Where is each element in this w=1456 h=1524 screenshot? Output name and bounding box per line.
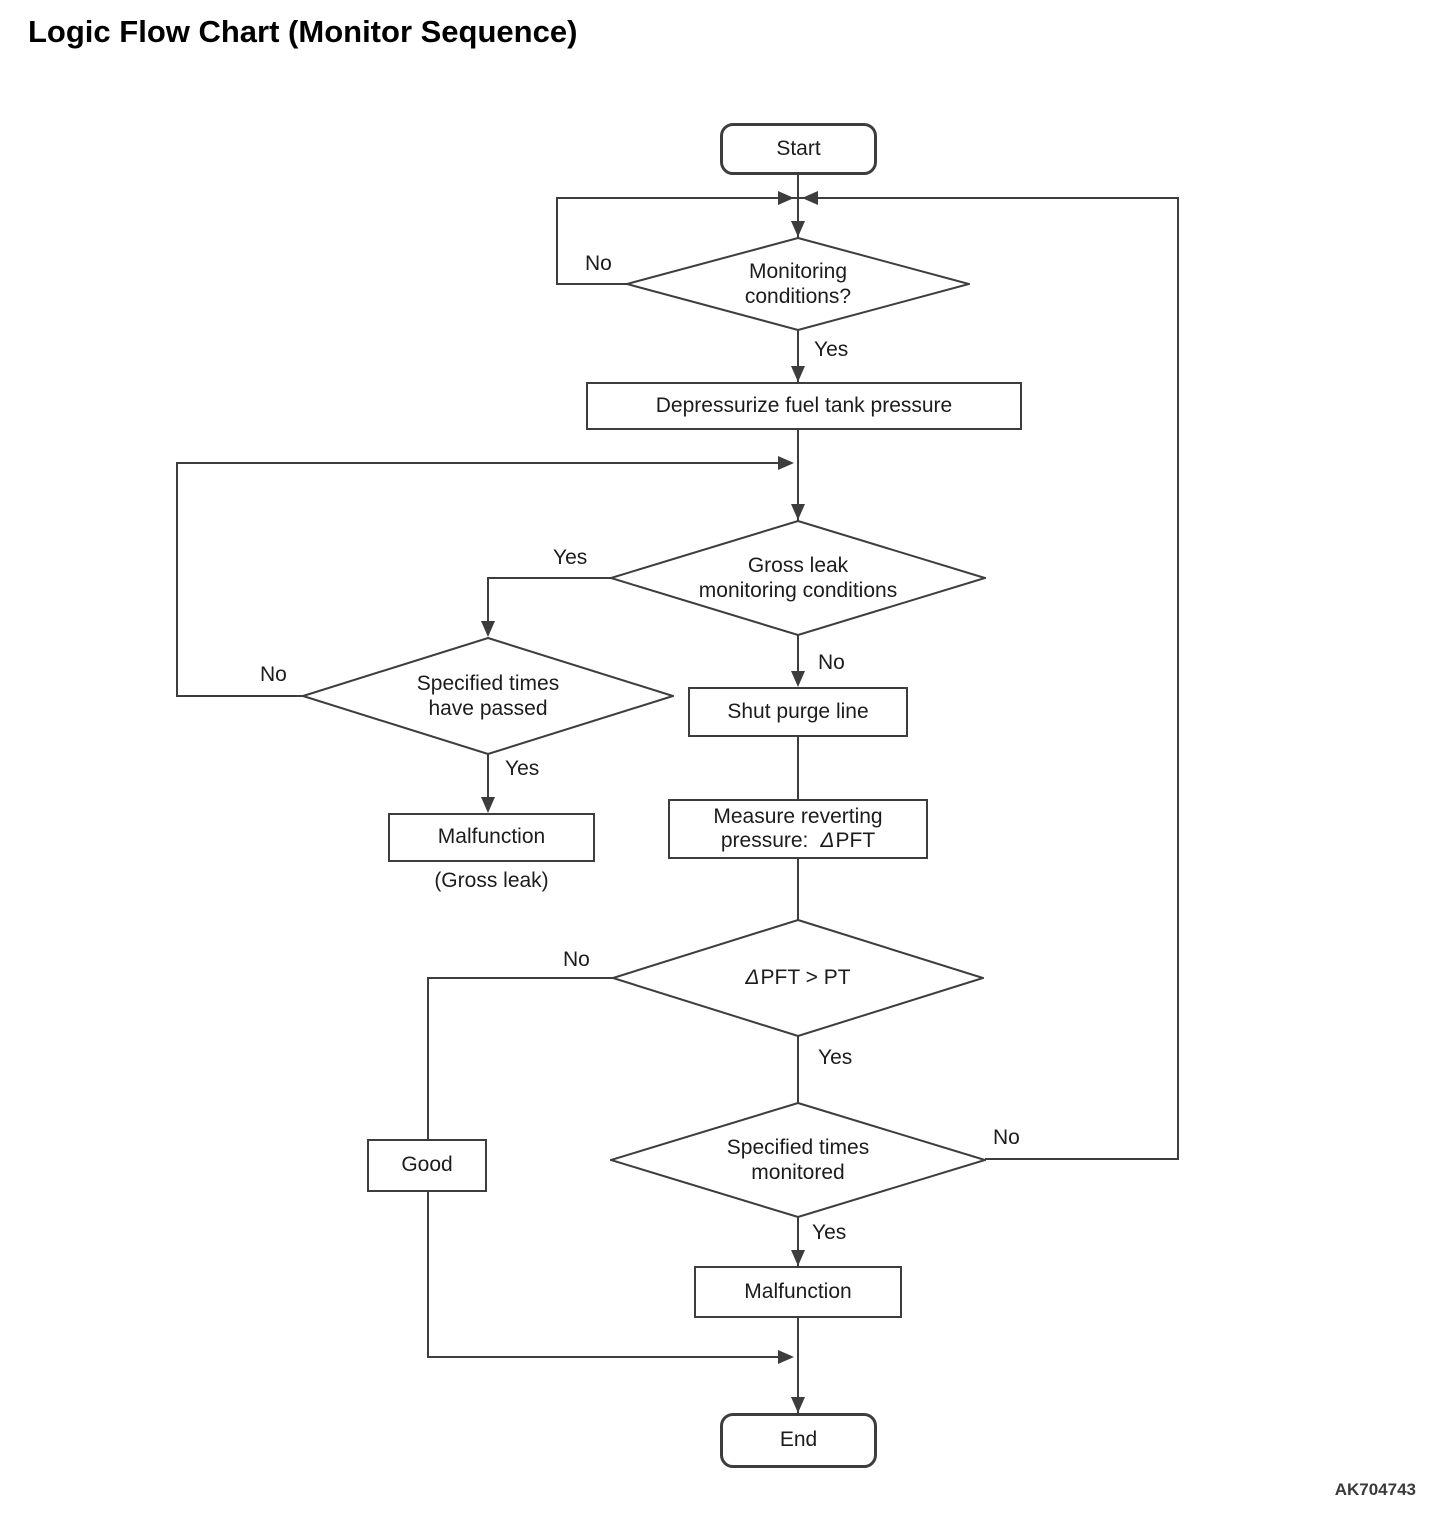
edge-loop-vertical [176,462,178,696]
label-specified-passed-no: No [260,663,287,686]
edge-monitored-no-return-vertical [1177,197,1179,1160]
diamond-shape-icon [610,1102,986,1218]
arrowhead-loop-join-icon [778,456,794,470]
node-depressurize: Depressurize fuel tank pressure [586,382,1022,430]
specified-monitored-line2: monitored [751,1161,845,1184]
diamond-shape-icon [612,919,984,1037]
diamond-shape-icon [302,637,674,755]
edge-loop-horizontal [176,462,781,464]
node-good: Good [367,1139,487,1192]
specified-passed-line2: have passed [428,697,548,720]
edge-depressurize-to-grossleak [797,430,799,521]
node-malfunction-gross: Malfunction [388,813,595,862]
gross-leak-line2: monitoring conditions [698,579,898,602]
node-monitoring-conditions: Monitoring conditions? [626,237,970,331]
arrowhead-into-shutpurge-icon [791,671,805,687]
edge-start-to-monitoring [797,175,799,238]
node-malfunction-gross-label: Malfunction [437,825,546,849]
node-start-label: Start [776,136,821,160]
arrowhead-into-grossleak-icon [791,504,805,520]
edge-pft-no-horizontal [427,977,613,979]
specified-passed-line1: Specified times [416,671,560,695]
arrowhead-merge-icon [778,1350,794,1364]
edge-monitored-yes [797,1217,799,1267]
arrowhead-into-depressurize-icon [791,366,805,382]
node-end: End [720,1413,877,1468]
diamond-shape-icon [610,520,986,636]
arrowhead-into-malfunction-icon [791,1250,805,1266]
label-gross-leak-no: No [818,651,845,674]
edge-measure-to-pft [797,857,799,920]
edge-monitoring-no-vertical [556,197,558,285]
arrowhead-into-malfunction-gross-icon [481,797,495,813]
edge-monitoring-no-horizontal [556,283,628,285]
label-pft-yes: Yes [818,1046,853,1069]
edge-specified-passed-no-horizontal [176,695,303,697]
node-malfunction: Malfunction [694,1266,902,1318]
edge-monitored-no-horizontal [985,1158,1179,1160]
label-monitoring-yes: Yes [814,338,849,361]
edge-pft-yes [797,1036,799,1103]
label-pft-no: No [563,948,590,971]
arrowhead-junction-left-icon [778,191,794,205]
delta-symbol: Δ [820,829,835,852]
specified-monitored-line1: Specified times [726,1135,870,1159]
measure-line2-prefix: pressure: [720,829,809,852]
edge-malfunction-to-end [797,1317,799,1413]
node-start: Start [720,123,877,175]
label-monitoring-no: No [585,252,612,275]
diamond-shape-icon [626,237,970,331]
label-gross-leak-yes: Yes [553,546,588,569]
label-specified-monitored-yes: Yes [812,1221,847,1244]
edge-good-down [427,1191,429,1358]
edge-pft-no-vertical [427,977,429,1140]
edge-top-return-horizontal [556,197,1179,199]
node-depressurize-label: Depressurize fuel tank pressure [655,393,953,417]
edge-grossleak-no [797,635,799,675]
node-end-label: End [779,1428,818,1452]
edge-grossleak-yes-horizontal [487,577,611,579]
arrowhead-into-monitoring-icon [791,221,805,237]
figure-code: AK704743 [1334,1480,1416,1499]
node-measure-pressure: Measure reverting pressure: ΔPFT [668,799,928,859]
monitoring-line2: conditions? [744,285,852,308]
arrowhead-into-specified-passed-icon [481,621,495,637]
measure-line1: Measure reverting [713,804,883,828]
label-specified-passed-yes: Yes [505,757,540,780]
pft-compare-label: ΔPFT > PT [745,965,850,990]
arrowhead-junction-right-icon [802,191,818,205]
node-malfunction-gross-sublabel: (Gross leak) [434,869,549,892]
edge-monitoring-yes [797,330,799,383]
gross-leak-line1: Gross leak [747,553,849,577]
node-good-label: Good [401,1153,453,1177]
pft-compare-rest: PFT > PT [760,966,851,990]
measure-line2-value: PFT [835,829,876,852]
node-gross-leak: Gross leak monitoring conditions [610,520,986,636]
node-shut-purge: Shut purge line [688,687,908,737]
arrowhead-into-end-icon [791,1397,805,1413]
node-specified-times-passed: Specified times have passed [302,637,674,755]
edge-grossleak-yes-vertical [487,577,489,623]
monitoring-line1: Monitoring [748,259,848,283]
delta-symbol: Δ [745,966,760,990]
node-malfunction-label: Malfunction [744,1279,852,1303]
node-pft-compare: ΔPFT > PT [612,919,984,1037]
edge-specified-passed-yes [487,754,489,800]
edge-good-merge-horizontal [427,1356,779,1358]
label-specified-monitored-no: No [993,1126,1020,1149]
page-title: Logic Flow Chart (Monitor Sequence) [28,14,578,49]
node-specified-times-monitored: Specified times monitored [610,1102,986,1218]
node-shut-purge-label: Shut purge line [727,699,869,723]
edge-shutpurge-to-measure [797,736,799,802]
